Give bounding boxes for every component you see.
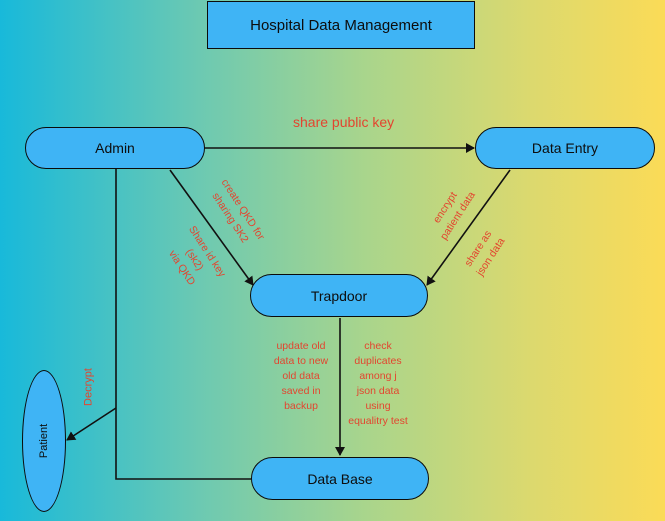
admin-label: Admin bbox=[95, 140, 135, 156]
trapdoor-label: Trapdoor bbox=[310, 287, 368, 304]
patient-label: Patient bbox=[38, 423, 50, 459]
edge-data-entry-to-trapdoor bbox=[426, 169, 511, 286]
data-entry-label: Data Entry bbox=[531, 140, 599, 156]
data-entry-node: Data Entry bbox=[475, 127, 655, 169]
patient-node: Patient bbox=[22, 370, 66, 512]
database-node: Data Base bbox=[251, 457, 429, 500]
diagram-title: Hospital Data Management bbox=[207, 1, 475, 49]
admin-node: Admin bbox=[25, 127, 205, 169]
edge-admin-to-patient bbox=[66, 407, 117, 441]
trapdoor-node: Trapdoor bbox=[250, 274, 428, 317]
edge-admin-to-trapdoor bbox=[169, 169, 254, 286]
edge-label-update-old: update old data to new old data saved in… bbox=[273, 340, 329, 412]
edge-label-decrypt: Decrypt bbox=[82, 368, 95, 406]
edge-label-check-duplicates: check duplicates among j json data using… bbox=[348, 340, 408, 427]
edge-admin-to-database bbox=[115, 168, 251, 480]
edge-label-share-public-key: share public key bbox=[293, 114, 395, 130]
database-label: Data Base bbox=[307, 470, 373, 487]
